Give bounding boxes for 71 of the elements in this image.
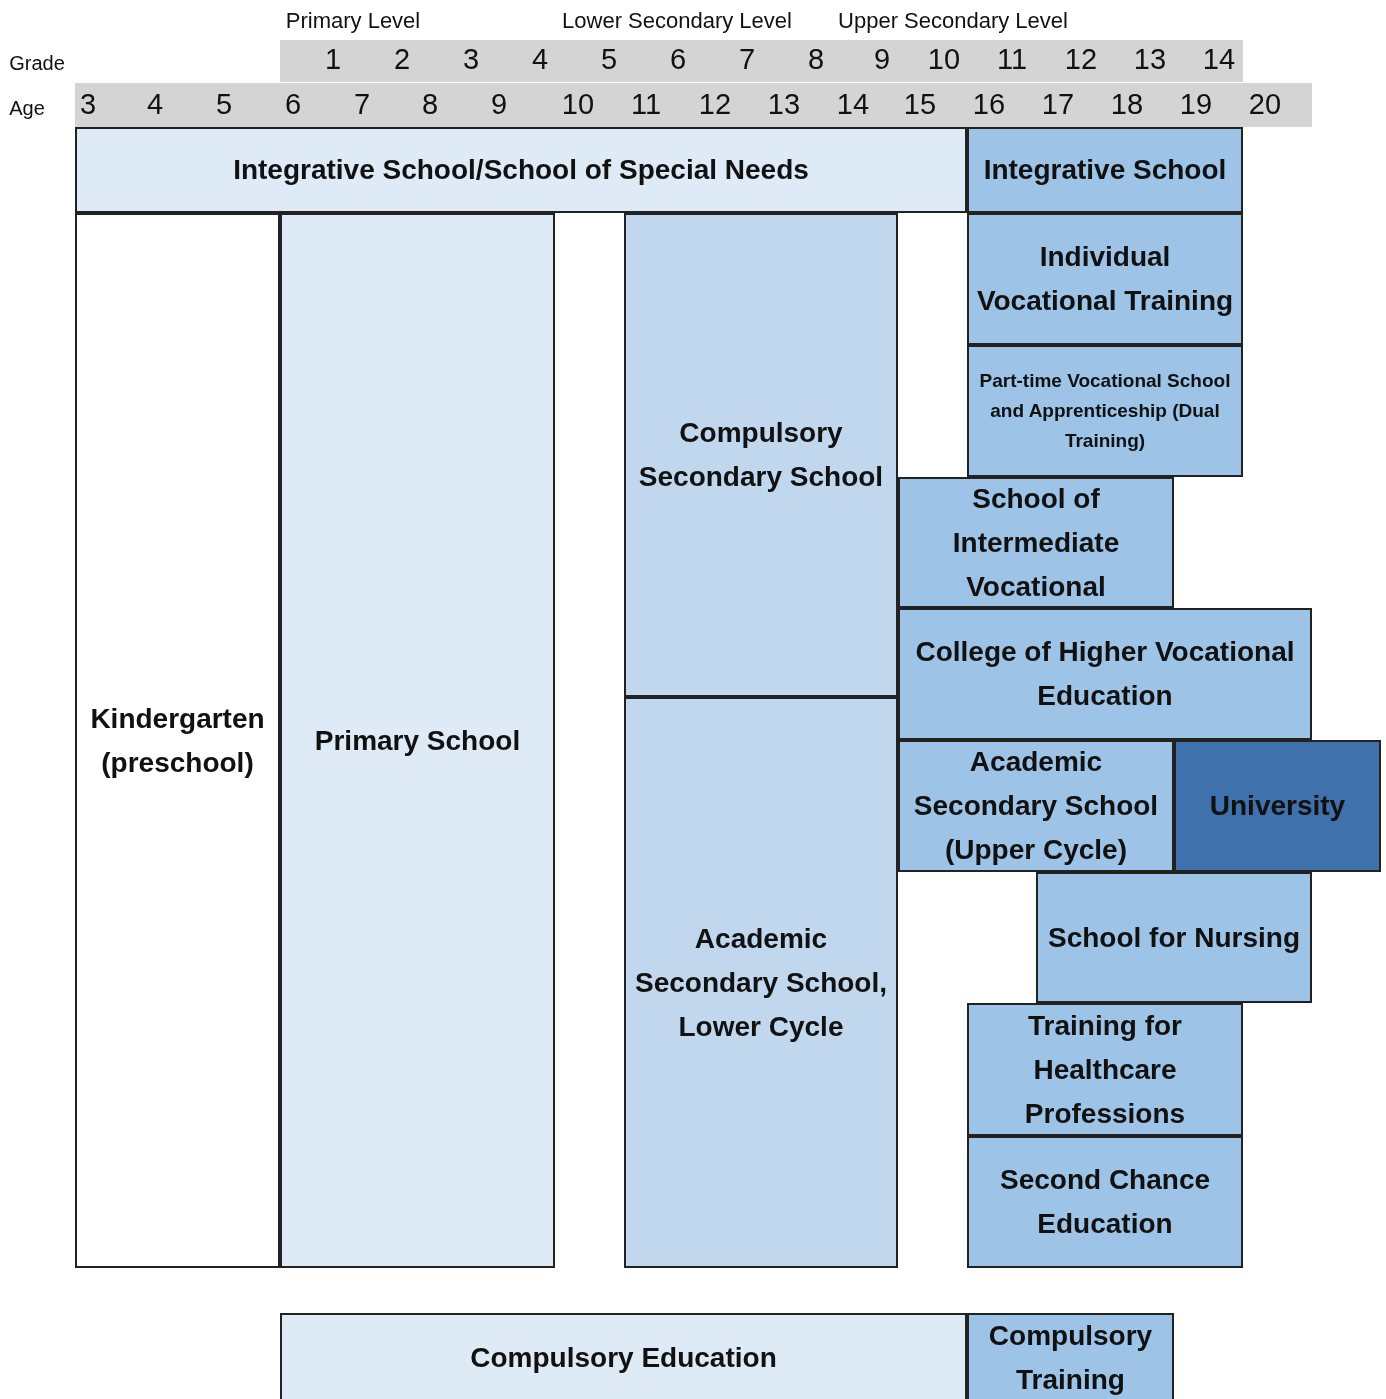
age-number: 11 [630, 88, 662, 121]
age-number: 10 [561, 88, 595, 121]
age-number: 18 [1110, 88, 1144, 121]
box-label: Academic Secondary School, Lower Cycle [633, 921, 889, 1044]
school-box [967, 345, 1243, 477]
grade-number: 12 [1064, 43, 1098, 76]
box-label: Integrative School/School of Special Needs [233, 153, 809, 187]
box-label: Primary School [314, 723, 521, 758]
box-label: University [1209, 789, 1346, 823]
age-number: 5 [215, 88, 233, 121]
age-number: 15 [903, 88, 937, 121]
school-box [75, 213, 280, 1268]
age-number: 17 [1041, 88, 1075, 121]
school-box [967, 1003, 1243, 1136]
age-number: 14 [836, 88, 870, 121]
age-number: 9 [490, 88, 508, 121]
school-box [75, 127, 967, 213]
school-box [280, 1313, 967, 1399]
age-number: 19 [1179, 88, 1213, 121]
box-label: Kindergarten (preschool) [89, 701, 266, 780]
grade-number: 8 [807, 43, 825, 76]
age-number: 7 [353, 88, 371, 121]
school-box [967, 1136, 1243, 1268]
box-label: Second Chance Education [998, 1163, 1212, 1241]
box-label: College of Higher Vocational Education [914, 635, 1296, 713]
school-box [898, 608, 1312, 740]
school-box [1036, 872, 1312, 1003]
school-box [898, 740, 1174, 872]
row-heading: Age [9, 97, 45, 120]
school-box [967, 127, 1243, 213]
box-label: Training for Healthcare Professions [1023, 1008, 1187, 1131]
box-label: Compulsory Education [470, 1341, 777, 1375]
level-heading: Primary Level [285, 8, 421, 34]
box-label: Integrative School [983, 153, 1227, 187]
age-number: 12 [698, 88, 732, 121]
age-number: 3 [79, 88, 97, 121]
box-label: Individual Vocational Training [975, 240, 1235, 318]
age-number: 20 [1248, 88, 1282, 121]
grade-number: 6 [669, 43, 687, 76]
level-heading: Upper Secondary Level [838, 8, 1068, 34]
school-box [967, 213, 1243, 345]
grade-number: 5 [600, 43, 618, 76]
grade-number: 2 [393, 43, 411, 76]
box-label: Compulsory Secondary School [637, 416, 885, 494]
grade-number: 14 [1202, 43, 1236, 76]
box-label: Part-time Vocational School and Apprenticeship (Dual Training) [978, 369, 1232, 453]
grade-number: 10 [927, 43, 961, 76]
grade-number: 4 [531, 43, 549, 76]
row-heading: Grade [9, 52, 65, 75]
grade-number: 1 [324, 43, 342, 76]
level-heading: Lower Secondary Level [562, 8, 792, 34]
grade-number: 7 [738, 43, 756, 76]
age-number: 8 [421, 88, 439, 121]
school-box [624, 697, 898, 1268]
school-box [898, 477, 1174, 608]
box-label: Academic Secondary School (Upper Cycle) [912, 745, 1160, 867]
grade-number: 3 [462, 43, 480, 76]
school-box [967, 1313, 1174, 1399]
age-number: 16 [972, 88, 1006, 121]
box-label: School for Nursing [1048, 920, 1300, 955]
school-box [1174, 740, 1381, 872]
grade-number: 11 [996, 43, 1028, 76]
box-label: Compulsory Training [987, 1319, 1154, 1397]
age-number: 13 [767, 88, 801, 121]
school-box [280, 213, 555, 1268]
grade-number: 9 [873, 43, 891, 76]
school-box [624, 213, 898, 697]
age-number: 6 [284, 88, 302, 121]
age-number: 4 [146, 88, 164, 121]
box-label: School of Intermediate Vocational [951, 481, 1121, 604]
grade-number: 13 [1133, 43, 1167, 76]
